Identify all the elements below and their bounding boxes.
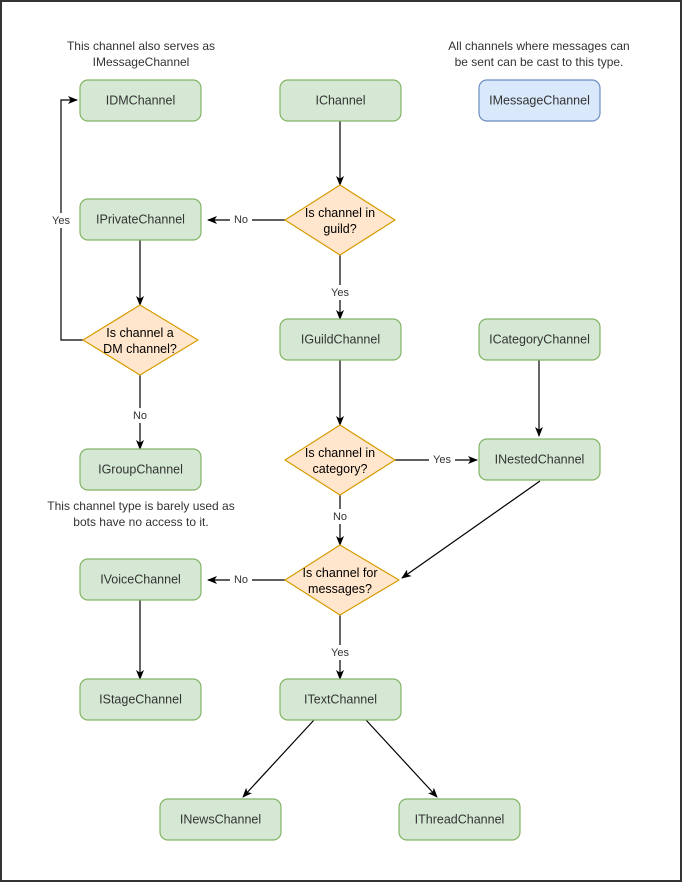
edge-q-category-to-q-messages: No (329, 495, 351, 546)
decision-is-channel-for-messages[interactable]: Is channel for messages? (284, 544, 400, 616)
node-inestedchannel[interactable]: INestedChannel (478, 438, 601, 481)
node-iprivatechannel-label: IPrivateChannel (96, 212, 185, 226)
edge-label-bg (329, 509, 351, 524)
node-inewschannel-shape[interactable] (159, 798, 282, 841)
decision-is-channel-for-messages-shape[interactable] (284, 544, 400, 616)
note-dm-line1: This channel also serves as (67, 39, 215, 53)
node-icategorychannel-shape[interactable] (478, 318, 601, 361)
decision-is-channel-in-category-line1: Is channel in (305, 446, 375, 460)
node-inewschannel[interactable]: INewsChannel (159, 798, 282, 841)
note-message: All channels where messages can be sent … (448, 39, 629, 69)
edge-q-category-to-inestedchannel: Yes (395, 452, 478, 467)
node-inestedchannel-shape[interactable] (478, 438, 601, 481)
decision-is-channel-for-messages-line1: Is channel for (302, 566, 377, 580)
edge-label-bg (48, 213, 75, 228)
edge-label-yes-guild: Yes (331, 287, 349, 299)
edge-itextchannel-to-inewschannel (242, 719, 315, 798)
node-igroupchannel-shape[interactable] (79, 448, 202, 491)
node-icategorychannel-label: ICategoryChannel (489, 332, 590, 346)
edge-label-no-guild: No (234, 214, 248, 226)
edge-label-bg (129, 408, 151, 423)
node-ichannel[interactable]: IChannel (279, 79, 402, 122)
node-imessagechannel-label: IMessageChannel (489, 93, 590, 107)
node-istagechannel-label: IStageChannel (99, 692, 182, 706)
edge-label-no-dm: No (133, 410, 147, 422)
decision-is-channel-in-category[interactable]: Is channel in category? (284, 424, 396, 496)
note-group-line2: bots have no access to it. (73, 515, 208, 529)
node-iguildchannel[interactable]: IGuildChannel (279, 318, 402, 361)
node-icategorychannel[interactable]: ICategoryChannel (478, 318, 601, 361)
edge-label-no-messages: No (234, 574, 248, 586)
decision-is-channel-in-category-line2: category? (313, 462, 368, 476)
node-igroupchannel[interactable]: IGroupChannel (79, 448, 202, 491)
edge-label-bg (328, 645, 353, 660)
node-istagechannel-shape[interactable] (79, 678, 202, 721)
edge-label-bg (328, 285, 353, 300)
node-ivoicechannel-shape[interactable] (79, 558, 202, 601)
node-istagechannel[interactable]: IStageChannel (79, 678, 202, 721)
node-idmchannel-shape[interactable] (79, 79, 202, 122)
edge-label-bg (230, 572, 252, 587)
edge-inestedchannel-to-q-messages (401, 480, 541, 579)
node-itextchannel-shape[interactable] (279, 678, 402, 721)
decision-is-channel-a-dm-channel-line2: DM channel? (103, 342, 177, 356)
node-ithreadchannel[interactable]: IThreadChannel (398, 798, 521, 841)
note-dm-line2: IMessageChannel (93, 55, 190, 69)
decision-is-channel-for-messages-line2: messages? (308, 582, 372, 596)
edge-itextchannel-to-ithreadchannel (365, 719, 438, 798)
edge-q-guild-to-iprivatechannel: No (207, 212, 285, 227)
edge-q-messages-to-ivoicechannel: No (207, 572, 285, 587)
edge-label-yes-category: Yes (433, 454, 451, 466)
edge-q-dm-to-idmchannel: Yes (48, 96, 84, 341)
node-imessagechannel[interactable]: IMessageChannel (478, 79, 601, 122)
node-itextchannel[interactable]: ITextChannel (279, 678, 402, 721)
note-message-line1: All channels where messages can (448, 39, 629, 53)
node-iguildchannel-shape[interactable] (279, 318, 402, 361)
decision-is-channel-in-guild-line2: guild? (323, 222, 356, 236)
note-group: This channel type is barely used as bots… (47, 499, 234, 529)
decision-is-channel-in-category-shape[interactable] (284, 424, 396, 496)
node-ithreadchannel-shape[interactable] (398, 798, 521, 841)
node-idmchannel-label: IDMChannel (106, 93, 175, 107)
decision-is-channel-a-dm-channel-shape[interactable] (82, 304, 199, 376)
node-iprivatechannel[interactable]: IPrivateChannel (79, 198, 202, 241)
edge-label-bg (230, 212, 252, 227)
decision-is-channel-in-guild[interactable]: Is channel in guild? (284, 184, 396, 256)
edge-q-guild-to-iguildchannel: Yes (328, 255, 353, 320)
note-group-line1: This channel type is barely used as (47, 499, 234, 513)
edge-label-yes-messages: Yes (331, 647, 349, 659)
node-inestedchannel-label: INestedChannel (495, 452, 585, 466)
edge-label-yes-dm: Yes (52, 215, 70, 227)
edge-label-no-category: No (333, 511, 347, 523)
decision-is-channel-in-guild-shape[interactable] (284, 184, 396, 256)
node-igroupchannel-label: IGroupChannel (98, 462, 183, 476)
node-ivoicechannel-label: IVoiceChannel (100, 572, 181, 586)
node-itextchannel-label: ITextChannel (304, 692, 377, 706)
node-inewschannel-label: INewsChannel (180, 812, 261, 826)
edge-q-messages-to-itextchannel: Yes (328, 615, 353, 680)
decision-is-channel-in-guild-line1: Is channel in (305, 206, 375, 220)
edge-label-bg (429, 452, 455, 467)
node-ivoicechannel[interactable]: IVoiceChannel (79, 558, 202, 601)
node-iprivatechannel-shape[interactable] (79, 198, 202, 241)
node-imessagechannel-shape[interactable] (478, 79, 601, 122)
decision-is-channel-a-dm-channel[interactable]: Is channel a DM channel? (82, 304, 199, 376)
node-ichannel-shape[interactable] (279, 79, 402, 122)
node-iguildchannel-label: IGuildChannel (301, 332, 380, 346)
edge-q-dm-to-igroupchannel: No (129, 375, 151, 450)
note-message-line2: be sent can be cast to this type. (455, 55, 624, 69)
note-dm: This channel also serves as IMessageChan… (67, 39, 215, 69)
node-ithreadchannel-label: IThreadChannel (415, 812, 505, 826)
node-ichannel-label: IChannel (315, 93, 365, 107)
node-idmchannel[interactable]: IDMChannel (79, 79, 202, 122)
decision-is-channel-a-dm-channel-line1: Is channel a (106, 326, 173, 340)
